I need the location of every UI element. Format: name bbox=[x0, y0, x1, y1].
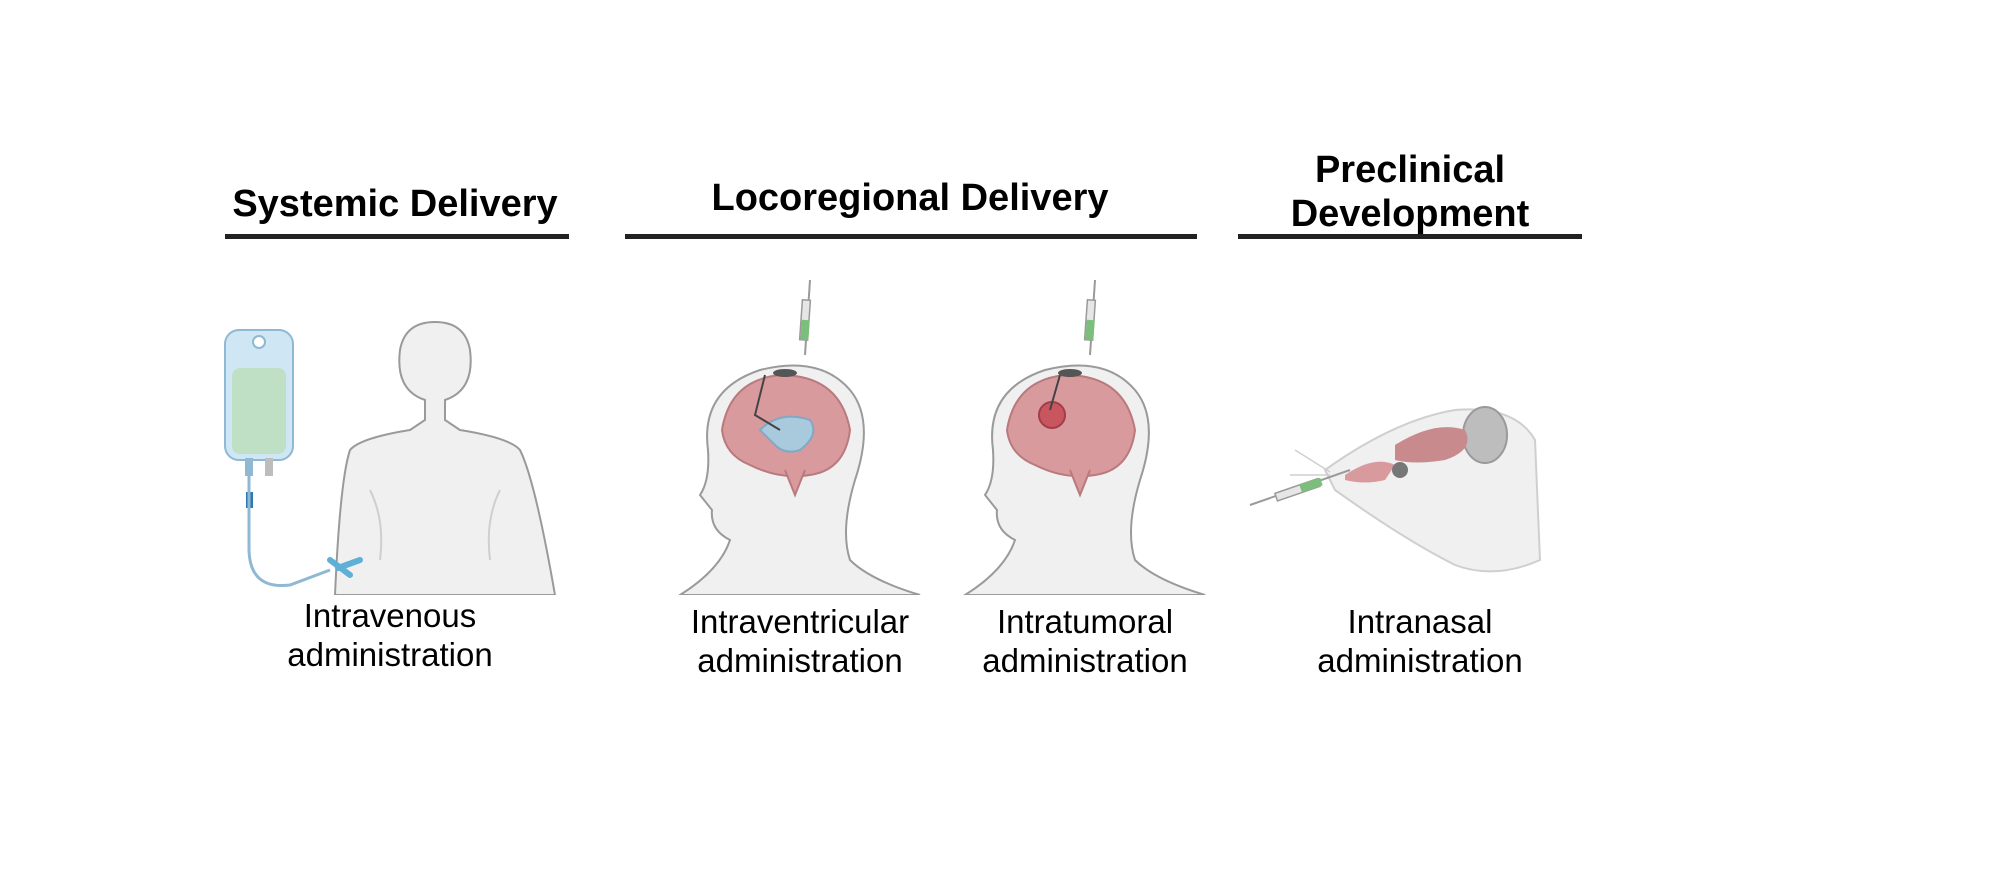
locoregional-delivery-title: Locoregional Delivery bbox=[711, 177, 1109, 219]
intravenous-caption-line1: Intravenous bbox=[303, 597, 477, 634]
intravenous-caption-line2: administration bbox=[287, 636, 493, 673]
intravenous-illustration bbox=[224, 320, 557, 595]
syringe-icon bbox=[798, 280, 812, 356]
preclinical-development-title-line2: Development bbox=[1290, 193, 1530, 235]
intranasal-illustration bbox=[1249, 406, 1542, 573]
syringe-icon bbox=[1083, 280, 1097, 356]
preclinical-development-title-line1: Preclinical bbox=[1314, 149, 1506, 191]
intraventricular-illustration bbox=[678, 280, 921, 595]
mouse-head-icon bbox=[1290, 406, 1542, 573]
intratumoral-caption-line2: administration bbox=[982, 642, 1188, 679]
head-brain-icon bbox=[963, 364, 1206, 595]
intranasal-caption-line2: administration bbox=[1317, 642, 1523, 679]
systemic-delivery-title: Systemic Delivery bbox=[232, 183, 558, 225]
iv-bag-icon bbox=[224, 329, 363, 588]
intratumoral-illustration bbox=[963, 280, 1206, 595]
locoregional-delivery-rule bbox=[625, 234, 1197, 239]
intraventricular-caption-line1: Intraventricular bbox=[690, 603, 910, 640]
head-brain-icon bbox=[678, 364, 921, 595]
intranasal-caption-line1: Intranasal bbox=[1347, 603, 1493, 640]
intraventricular-caption-line2: administration bbox=[697, 642, 903, 679]
intratumoral-caption-line1: Intratumoral bbox=[996, 603, 1174, 640]
syringe-icon bbox=[1249, 469, 1351, 506]
preclinical-development-rule bbox=[1238, 234, 1582, 239]
systemic-delivery-rule bbox=[225, 234, 569, 239]
human-torso-icon bbox=[333, 320, 557, 595]
